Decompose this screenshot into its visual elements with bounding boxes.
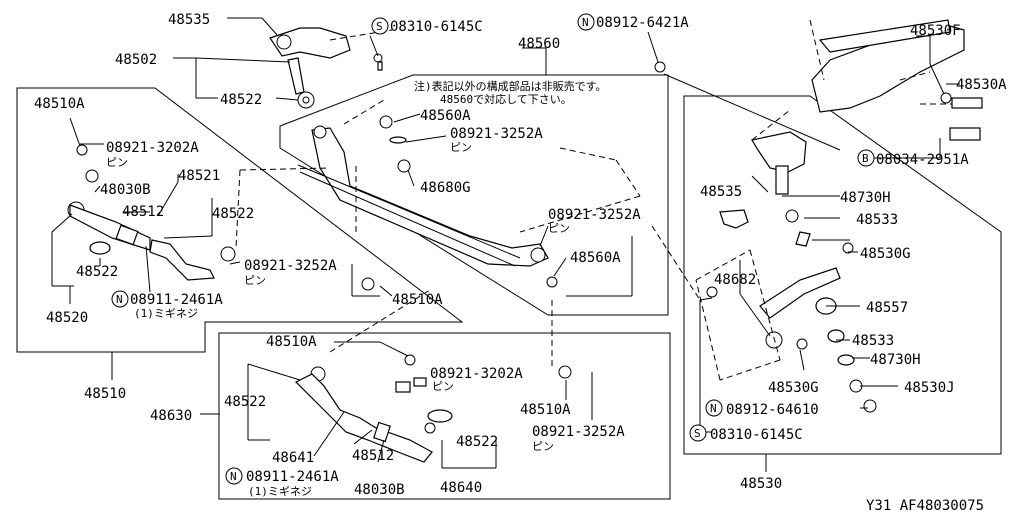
label-48510A-bot-left: 48510A xyxy=(266,334,317,350)
label-pin-1: ピン xyxy=(106,156,128,169)
part-labels: 48535 48502 48522 08310-6145C 48560 0891… xyxy=(34,12,1007,512)
note-line-1: 注)表記以外の構成部品は非販売です。 xyxy=(414,79,607,93)
label-48533-upper: 48533 xyxy=(856,212,898,228)
label-08034: 08034-2951A xyxy=(876,152,969,168)
group-48630-outline xyxy=(218,332,671,500)
label-48502: 48502 xyxy=(115,52,157,68)
label-48730H-lower: 48730H xyxy=(870,352,921,368)
label-48522-left-mid: 48522 xyxy=(212,206,254,222)
label-48530G-upper: 48530G xyxy=(860,246,911,262)
label-mikineji-left: (1)ミギネジ xyxy=(134,307,198,320)
label-48530F: 48530F xyxy=(910,23,961,39)
label-08911-bot: 08911-2461A xyxy=(246,469,339,485)
label-48530J: 48530J xyxy=(904,380,955,396)
label-48510A-bot-right: 48510A xyxy=(520,402,571,418)
n-symbol-top: N xyxy=(582,16,589,29)
note-line-2: 48560で対応して下さい。 xyxy=(440,92,572,106)
label-48520: 48520 xyxy=(46,310,88,326)
label-48510A-center: 48510A xyxy=(392,292,443,308)
label-48533-lower: 48533 xyxy=(852,333,894,349)
tie-rod-48510 xyxy=(67,144,236,281)
center-hardware xyxy=(361,53,666,291)
label-48641: 48641 xyxy=(272,450,314,466)
group-48530-outline xyxy=(683,95,1002,455)
label-pin-4: ピン xyxy=(548,222,570,235)
s-symbol-top: S xyxy=(376,20,383,33)
label-48557: 48557 xyxy=(866,300,908,316)
group-48510-outline xyxy=(16,87,464,353)
label-08911-left: 08911-2461A xyxy=(130,292,223,308)
label-48560: 48560 xyxy=(518,36,560,52)
group-48560-outline xyxy=(279,74,669,316)
center-link-48560 xyxy=(297,125,549,267)
label-08921-3252A-low: 08921-3252A xyxy=(244,258,337,274)
label-08921-3202A-left: 08921-3202A xyxy=(106,140,199,156)
label-pin-6: ピン xyxy=(532,440,554,453)
tie-rod-48630 xyxy=(294,354,572,463)
label-08912-lower: 08912-64610 xyxy=(726,402,819,418)
label-48522-bot-left: 48522 xyxy=(224,394,266,410)
label-08912-top: 08912-6421A xyxy=(596,15,689,31)
label-48522-left-low: 48522 xyxy=(76,264,118,280)
label-48680G: 48680G xyxy=(420,180,471,196)
label-08310-top: 08310-6145C xyxy=(390,19,483,35)
label-48510A-left: 48510A xyxy=(34,96,85,112)
label-48682: 48682 xyxy=(714,272,756,288)
s-symbol-lower: S xyxy=(694,427,701,440)
label-48530A: 48530A xyxy=(956,77,1007,93)
label-08921-3202A-bot: 08921-3202A xyxy=(430,366,523,382)
label-48730H-upper: 48730H xyxy=(840,190,891,206)
label-48535-top: 48535 xyxy=(168,12,210,28)
label-48530: 48530 xyxy=(740,476,782,492)
label-48522-bot-right: 48522 xyxy=(456,434,498,450)
footer-code: Y31 AF48030075 xyxy=(866,498,984,512)
label-48030B-left: 48030B xyxy=(100,182,151,198)
prefix-symbols: S N B N N S N xyxy=(111,13,875,485)
label-48630: 48630 xyxy=(150,408,192,424)
leader-lines xyxy=(51,17,960,472)
label-08921-3252A-bot: 08921-3252A xyxy=(532,424,625,440)
label-mikineji-bot: (1)ミギネジ xyxy=(248,485,312,498)
idler-arm-48535 xyxy=(269,27,351,109)
label-48560A-right: 48560A xyxy=(570,250,621,266)
dashed-lines xyxy=(235,19,952,381)
label-08921-3252A-upper: 08921-3252A xyxy=(450,126,543,142)
label-48512-left: 48512 xyxy=(122,204,164,220)
n-symbol-bot: N xyxy=(230,470,237,483)
label-48530G-lower: 48530G xyxy=(768,380,819,396)
label-48640: 48640 xyxy=(440,480,482,496)
label-pin-3: ピン xyxy=(450,141,472,154)
label-48521: 48521 xyxy=(178,168,220,184)
label-48030B-bot: 48030B xyxy=(354,482,405,498)
label-48510: 48510 xyxy=(84,386,126,402)
n-symbol-left: N xyxy=(116,293,123,306)
label-pin-5: ピン xyxy=(432,380,454,393)
label-48535-right: 48535 xyxy=(700,184,742,200)
label-08310-lower: 08310-6145C xyxy=(710,427,803,443)
b-symbol: B xyxy=(862,152,869,165)
n-symbol-lower: N xyxy=(710,402,717,415)
label-08921-3252A-right: 08921-3252A xyxy=(548,207,641,223)
label-48522-top: 48522 xyxy=(220,92,262,108)
label-48560A-upper: 48560A xyxy=(420,108,471,124)
label-pin-2: ピン xyxy=(244,274,266,287)
idler-assembly-48530 xyxy=(706,19,983,413)
label-48512-bot: 48512 xyxy=(352,448,394,464)
